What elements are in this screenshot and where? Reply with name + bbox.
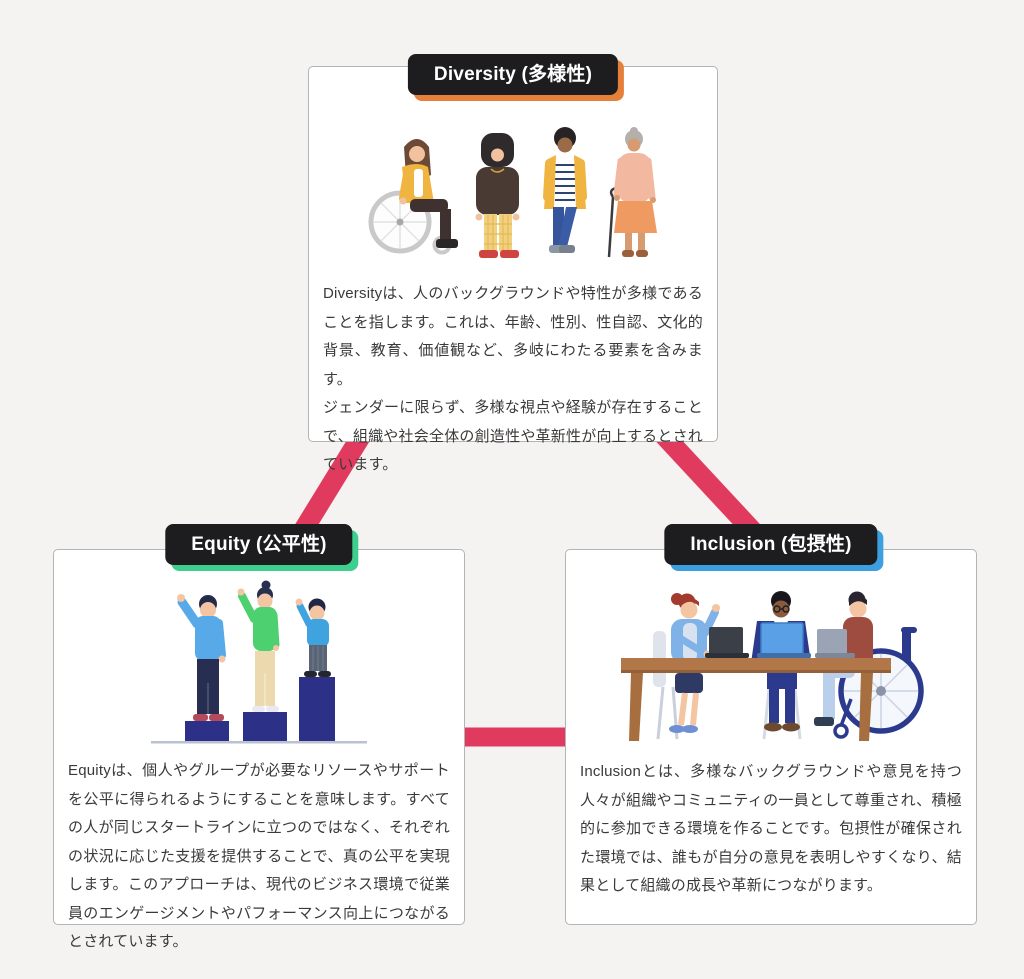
boy-figure	[295, 598, 331, 677]
diversity-description: Diversityは、人のバックグラウンドや特性が多様であることを指します。これ…	[309, 280, 717, 480]
diversity-card: Diversity (多様性)	[308, 54, 718, 473]
inclusion-illustration-wrap	[566, 579, 976, 744]
inclusion-description: Inclusionとは、多様なバックグラウンドや意見を持つ人々が組織やコミュニテ…	[566, 758, 976, 901]
diversity-illustration-wrap	[309, 111, 717, 264]
equity-title-badge: Equity (公平性)	[165, 524, 353, 565]
wooden-table	[621, 658, 891, 741]
equity-paragraph: Equityは、個人やグループが必要なリソースやサポートを公平に得られるようにす…	[68, 762, 450, 950]
equity-description: Equityは、個人やグループが必要なリソースやサポートを公平に得られるようにす…	[54, 757, 464, 957]
equity-illustration-wrap	[54, 571, 464, 746]
man-striped-shirt-figure	[543, 127, 587, 253]
ground-line	[151, 741, 367, 744]
diversity-title-badge: Diversity (多様性)	[407, 54, 619, 95]
woman-light-blue-jacket-figure	[671, 593, 720, 663]
diversity-paragraph: Diversityは、人のバックグラウンドや特性が多様であることを指します。これ…	[323, 285, 703, 388]
elderly-woman-with-cane-figure	[607, 127, 657, 258]
man-lower-body	[764, 673, 800, 732]
woman-lower-body	[669, 673, 703, 733]
bob-haircut-person-figure	[475, 133, 520, 258]
inclusion-card: Inclusion (包摂性)	[565, 524, 977, 925]
inclusion-paragraph: Inclusionとは、多様なバックグラウンドや意見を持つ人々が組織やコミュニテ…	[580, 763, 962, 894]
equity-card: Equity (公平性)	[53, 524, 465, 950]
diverse-people-illustration	[368, 127, 657, 258]
diversity-equity-connector	[287, 422, 375, 548]
woman-green-shirt-figure	[237, 580, 280, 712]
short-podium	[185, 721, 229, 741]
diversity-paragraph: ジェンダーに限らず、多様な視点や経験が存在することで、組織や社会全体の創造性や革…	[323, 399, 703, 473]
tall-podium	[299, 677, 335, 741]
woman-in-wheelchair-figure	[368, 139, 458, 255]
man-blue-shirt-figure	[177, 594, 226, 721]
medium-podium	[243, 712, 287, 741]
inclusive-meeting-illustration	[621, 591, 924, 741]
inclusion-title-badge: Inclusion (包摂性)	[664, 524, 878, 565]
people-on-podiums-illustration	[151, 580, 367, 744]
laptops	[705, 622, 855, 658]
diversity-inclusion-connector	[649, 421, 771, 549]
